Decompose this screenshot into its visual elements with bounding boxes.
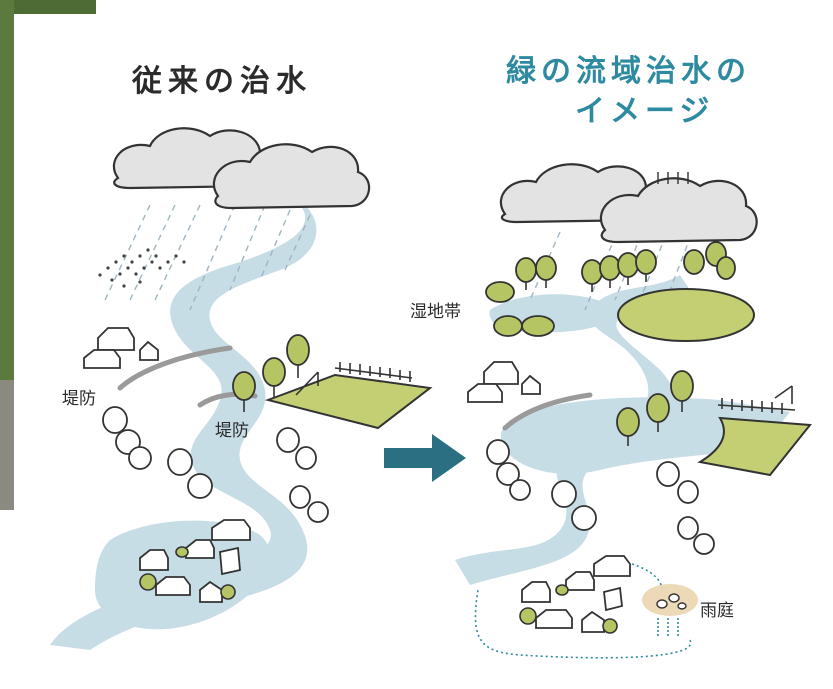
houses-left-top	[83, 327, 159, 369]
trees-left-white	[102, 406, 329, 523]
rain-garden-stones	[656, 593, 687, 610]
groundwater-loop-path	[474, 589, 692, 659]
label-levee-left: 堤防	[62, 389, 96, 409]
field-left	[264, 373, 433, 430]
rain-garden-infiltration-arrows	[657, 618, 679, 636]
clouds-right	[499, 163, 758, 244]
river-right-wide	[500, 397, 790, 474]
levee-right	[502, 392, 593, 431]
cloud-rain-arrows	[657, 172, 689, 184]
houses-right-bottom	[521, 555, 631, 633]
bushes-right-town	[519, 584, 618, 634]
transition-arrow-icon	[384, 434, 466, 482]
tree-trunks-right	[525, 274, 683, 446]
bushes-right-wetland	[485, 281, 555, 337]
rain-droplets-left	[98, 248, 186, 288]
title-green-line2: イメージ	[575, 94, 715, 129]
photo-strip-lower	[0, 380, 14, 510]
label-wetland: 湿地帯	[410, 302, 461, 322]
houses-right-top	[467, 361, 541, 403]
clouds-left	[112, 127, 371, 210]
trees-left-green	[232, 334, 310, 401]
rain-left	[104, 204, 311, 311]
photo-strip-top	[14, 0, 96, 14]
field-right	[697, 416, 812, 477]
trees-right-green	[515, 241, 736, 437]
title-conventional: 従来の治水	[132, 64, 312, 99]
label-levee-center: 堤防	[215, 421, 249, 441]
label-rain-garden: 雨庭	[700, 601, 734, 621]
tree-trunks-left	[243, 365, 299, 412]
houses-left-bottom	[139, 519, 251, 603]
fence-right	[717, 385, 796, 414]
river-left	[50, 205, 317, 650]
bushes-left	[139, 546, 236, 600]
wetland-meadow	[617, 288, 755, 342]
fence-left	[295, 362, 413, 396]
title-green-line1: 緑の流域治水の	[506, 54, 751, 89]
river-right	[455, 275, 690, 585]
trees-right-white	[486, 439, 715, 555]
river-left-delta	[95, 520, 271, 630]
runoff-flow-path	[631, 563, 663, 589]
